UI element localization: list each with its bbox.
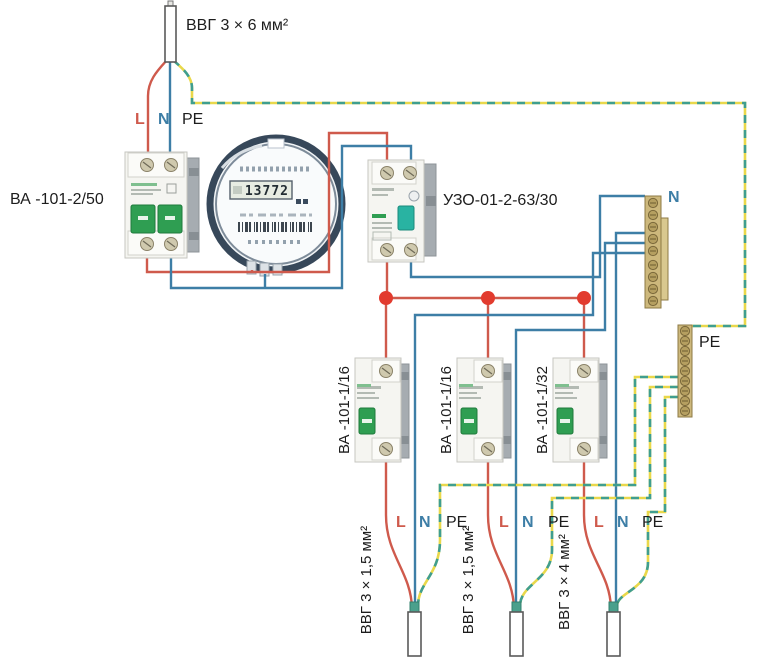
branch-cable-3-label: ВВГ 3 × 4 мм² [556, 534, 573, 630]
wire-l-cable3 [582, 452, 613, 609]
n-bus-label: N [668, 189, 680, 206]
service-cable-label: ВВГ 3 × 6 мм² [186, 17, 289, 34]
label-n-main: N [158, 111, 170, 128]
label-pe-branch3: PE [642, 514, 663, 531]
wire-n-branch1 [413, 251, 645, 608]
wire-n-branch3 [614, 231, 645, 608]
junction-dot [481, 291, 495, 305]
label-pe-branch1: PE [446, 514, 467, 531]
rcd-test-button [397, 205, 415, 231]
main-breaker-label: ВА -101-2/50 [10, 191, 104, 208]
rcd-label: УЗО-01-2-63/30 [443, 192, 558, 209]
meter-lcd [229, 180, 293, 200]
branch-cable-3 [606, 601, 621, 657]
branch-cable-1 [407, 601, 422, 657]
meter-terminal [272, 263, 283, 276]
meter-terminal [246, 260, 257, 275]
wire-l-cable2 [486, 452, 516, 609]
pe-bus-bar [677, 324, 693, 418]
service-cable [164, 0, 177, 63]
wire-pe-branch3 [615, 395, 678, 607]
wire-pe-branch2-dash [518, 385, 678, 607]
branch-breaker-2 [457, 358, 511, 462]
branch-breaker-1 [355, 358, 409, 462]
main-breaker [124, 151, 200, 259]
branch-cable-2 [509, 601, 524, 657]
label-n-branch2: N [522, 514, 534, 531]
wire-n-rcd-to-bus [409, 194, 645, 279]
label-n-branch3: N [617, 514, 629, 531]
label-pe-main: PE [182, 111, 203, 128]
label-n-branch1: N [419, 514, 431, 531]
electricity-meter: 13772 [206, 134, 346, 277]
label-l-branch1: L [396, 514, 406, 531]
pe-bus-label: PE [699, 334, 720, 351]
branch-breaker-3 [553, 358, 607, 462]
label-pe-branch2: PE [548, 514, 569, 531]
n-bus-bar [644, 195, 669, 309]
label-l-branch3: L [594, 514, 604, 531]
wire-pe-branch1-dash [416, 375, 678, 607]
meter-reading: 13772 [245, 184, 289, 199]
wire-pe-branch3-dash [615, 395, 678, 607]
rcd-device [367, 159, 437, 263]
wire-l-cable1 [384, 452, 414, 609]
wire-n-branch2 [514, 241, 645, 608]
branch-breaker-3-label: ВА -101-1/32 [534, 366, 551, 454]
rcd-logo [408, 190, 420, 202]
meter-top-window [267, 138, 285, 149]
junction-dot [379, 291, 393, 305]
wire-n-breaker-to-rcd [169, 144, 413, 290]
branch-breaker-1-label: ВА -101-1/16 [336, 366, 353, 454]
junction-dot [577, 291, 591, 305]
branch-cable-1-label: ВВГ 3 × 1,5 мм² [358, 526, 375, 634]
branch-cable-2-label: ВВГ 3 × 1,5 мм² [460, 526, 477, 634]
branch-breaker-2-label: ВА -101-1/16 [438, 366, 455, 454]
wire-l-breaker-to-rcd [145, 131, 389, 274]
label-l-branch2: L [499, 514, 509, 531]
wire-l-service [146, 59, 168, 153]
wire-pe-main-dash [172, 59, 747, 328]
label-l-main: L [135, 111, 145, 128]
